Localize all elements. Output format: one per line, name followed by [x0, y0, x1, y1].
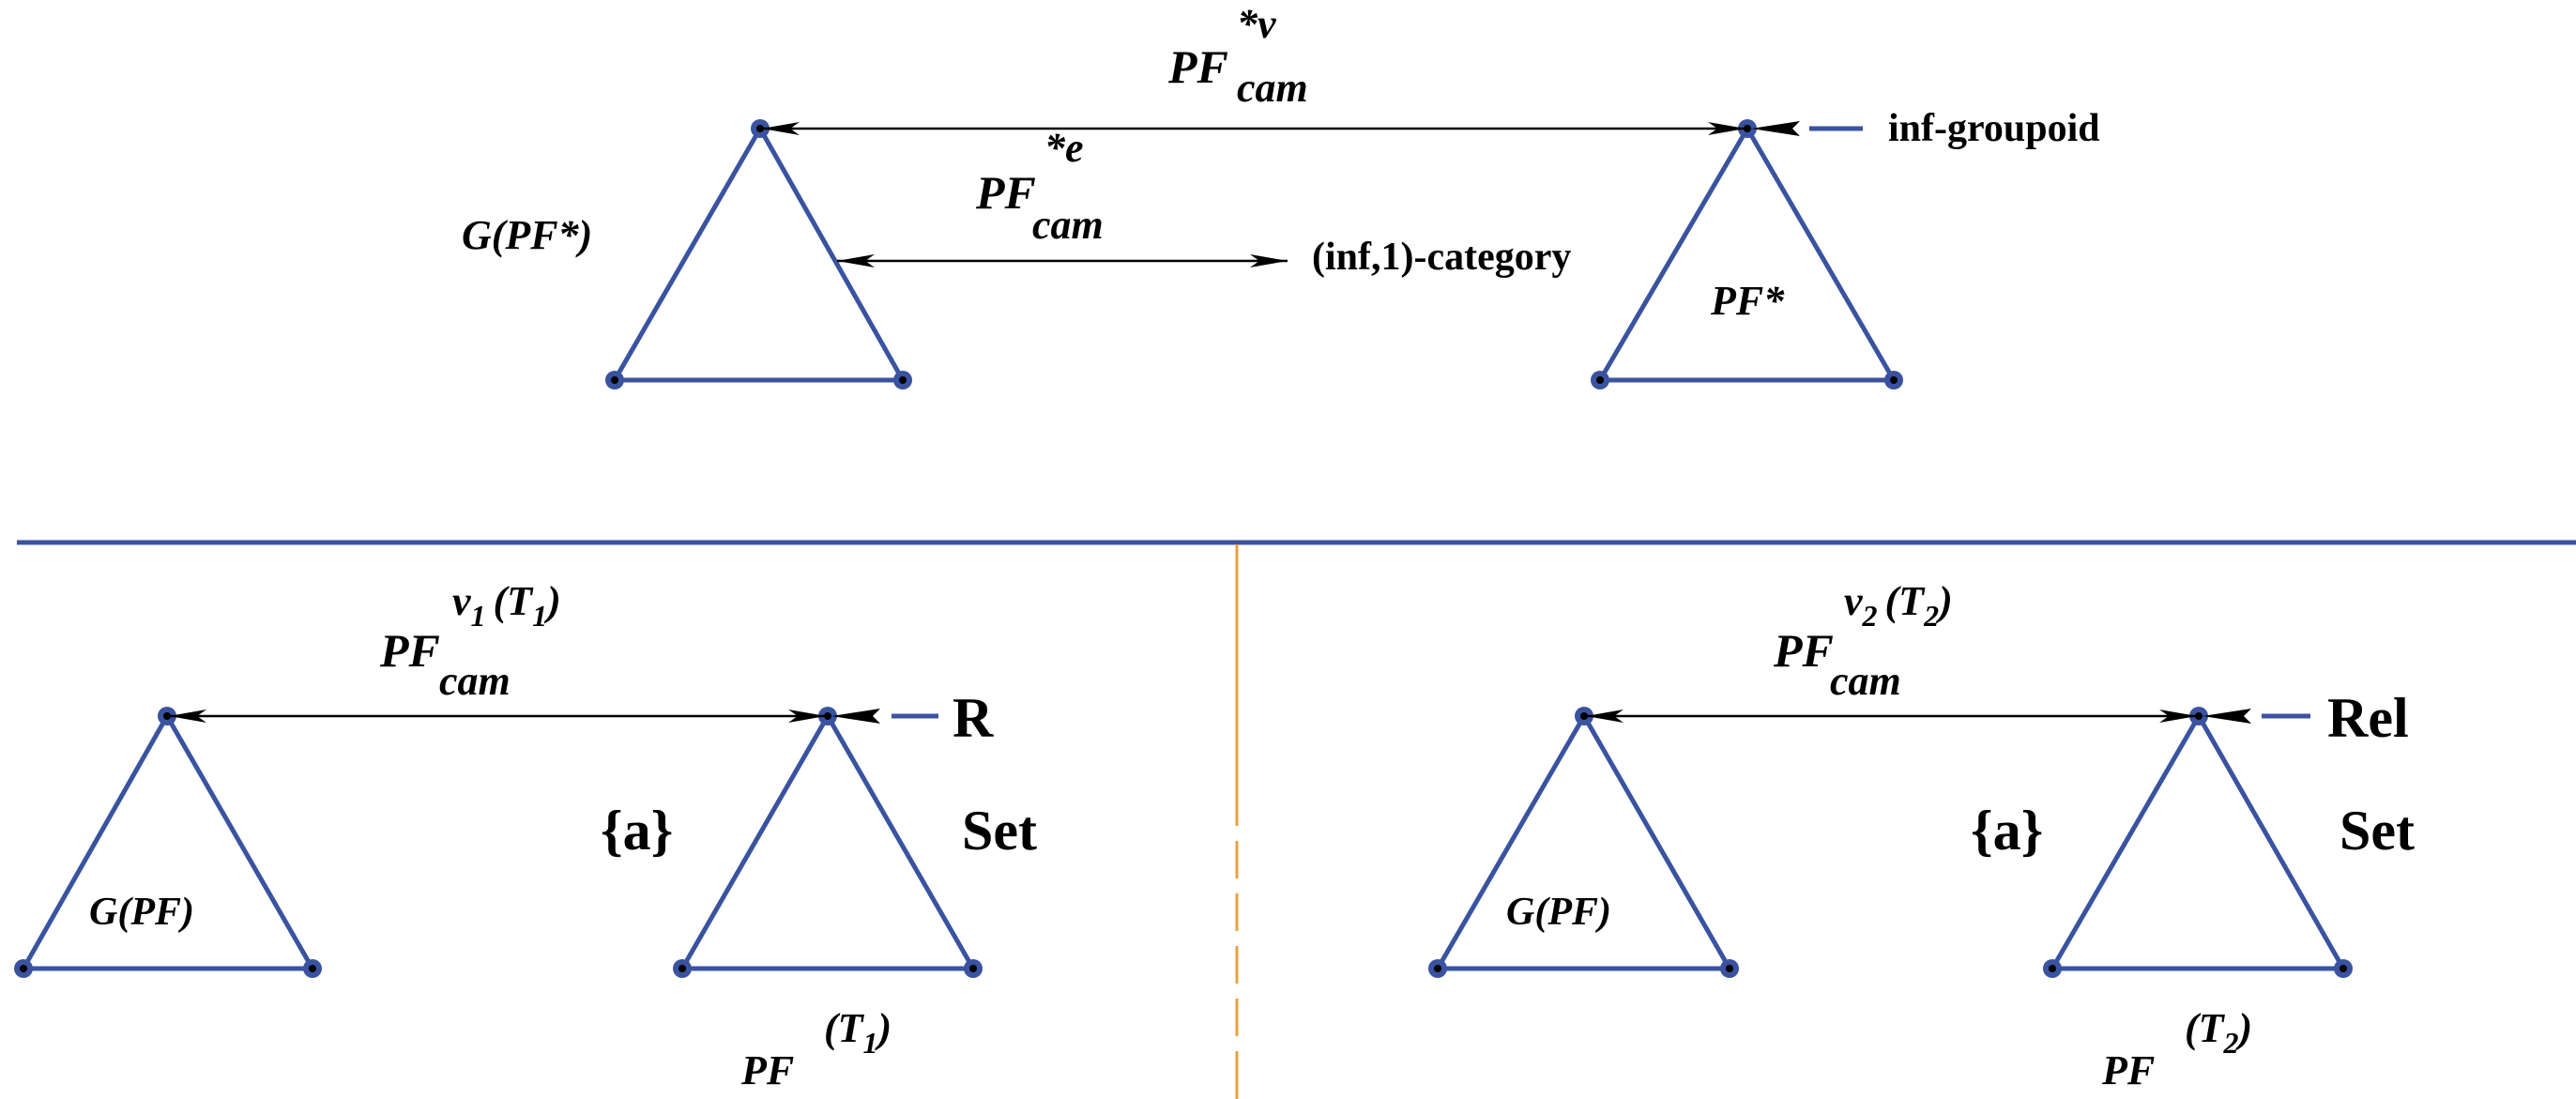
- svg-text:(T2): (T2): [2185, 1005, 2252, 1060]
- bottom-left-pf-paren-sub: 1: [863, 1026, 878, 1060]
- top-edge-label-base: PF: [975, 166, 1036, 219]
- inf-category-label: (inf,1)-category: [1312, 236, 1571, 279]
- svg-text:v1(T1): v1(T1): [452, 578, 561, 633]
- bottom-left-set-label: Set: [962, 800, 1037, 862]
- bottom-right-label-sub: cam: [1830, 658, 1901, 704]
- bottom-right-label-sup-paren: (T: [1885, 578, 1927, 624]
- top-edge-label-sup: *e: [1044, 125, 1084, 171]
- bottom-left-label-sup-sub: 1: [471, 599, 486, 633]
- top-left-triangle: [612, 127, 906, 383]
- bottom-right-label-sup-paren-sub: 2: [1923, 599, 1939, 633]
- bottom-left-label-sup: v: [452, 578, 471, 624]
- inf-groupoid-label: inf-groupoid: [1888, 107, 2100, 150]
- bottom-right-label-sup-close: ): [1935, 578, 1953, 624]
- bottom-left-pf-base: PF: [740, 1047, 794, 1093]
- rel-label: Rel: [2327, 687, 2409, 749]
- bottom-left-label-sup-paren: (T: [494, 578, 535, 624]
- bottom-left-singleton: {a}: [601, 800, 673, 862]
- top-vertex-label-base: PF: [1167, 40, 1228, 93]
- bottom-right-label-sup: v: [1844, 578, 1863, 624]
- bottom-right-pf-close: ): [2235, 1005, 2253, 1051]
- rel-pointer-head: [2203, 709, 2251, 724]
- r-pointer-head: [831, 709, 880, 724]
- top-right-triangle: [1597, 127, 1897, 383]
- top-vertex-label-sub: cam: [1237, 65, 1308, 111]
- inf-groupoid-pointer-head: [1751, 121, 1800, 136]
- svg-text:v2(T2): v2(T2): [1844, 578, 1953, 633]
- bottom-left-g-label: G(PF): [89, 891, 194, 934]
- bottom-right-pf-paren-sub: 2: [2223, 1026, 2239, 1060]
- bottom-left-vertices: [14, 707, 983, 978]
- bottom-left-pf-close: ): [875, 1005, 892, 1051]
- bottom-right-g-triangle: [1435, 714, 1732, 971]
- bottom-right-pf-base: PF: [2101, 1047, 2155, 1093]
- bottom-right-pf-paren: (T: [2185, 1005, 2226, 1051]
- bottom-left-label-sup-paren-sub: 1: [532, 599, 547, 633]
- bottom-right-label-base: PF: [1773, 624, 1834, 677]
- bottom-left-label-base: PF: [379, 624, 440, 677]
- bottom-left-g-triangle: [21, 714, 315, 971]
- bottom-right-singleton: {a}: [1971, 800, 2043, 862]
- bottom-left-label-sub: cam: [439, 658, 511, 704]
- top-left-triangle-label: G(PF*): [462, 212, 592, 258]
- r-label: R: [953, 687, 994, 749]
- bottom-left-pf-paren: (T: [824, 1005, 865, 1051]
- bottom-right-set-label: Set: [2340, 800, 2415, 862]
- svg-text:(T1): (T1): [824, 1005, 892, 1060]
- top-right-triangle-label: PF*: [1710, 278, 1785, 324]
- top-vertex-label-sup: *v: [1237, 1, 1276, 47]
- bottom-left-label-sup-close: ): [543, 578, 561, 624]
- bottom-left-pf-triangle: [679, 714, 976, 971]
- svg-text:PF: PF: [1167, 40, 1228, 93]
- bottom-right-pf-triangle: [2050, 714, 2346, 971]
- top-vertices: [605, 119, 1903, 389]
- bottom-right-label-sup-sub: 2: [1862, 599, 1878, 633]
- top-edge-label-sub: cam: [1032, 202, 1104, 248]
- bottom-right-g-label: G(PF): [1506, 891, 1611, 934]
